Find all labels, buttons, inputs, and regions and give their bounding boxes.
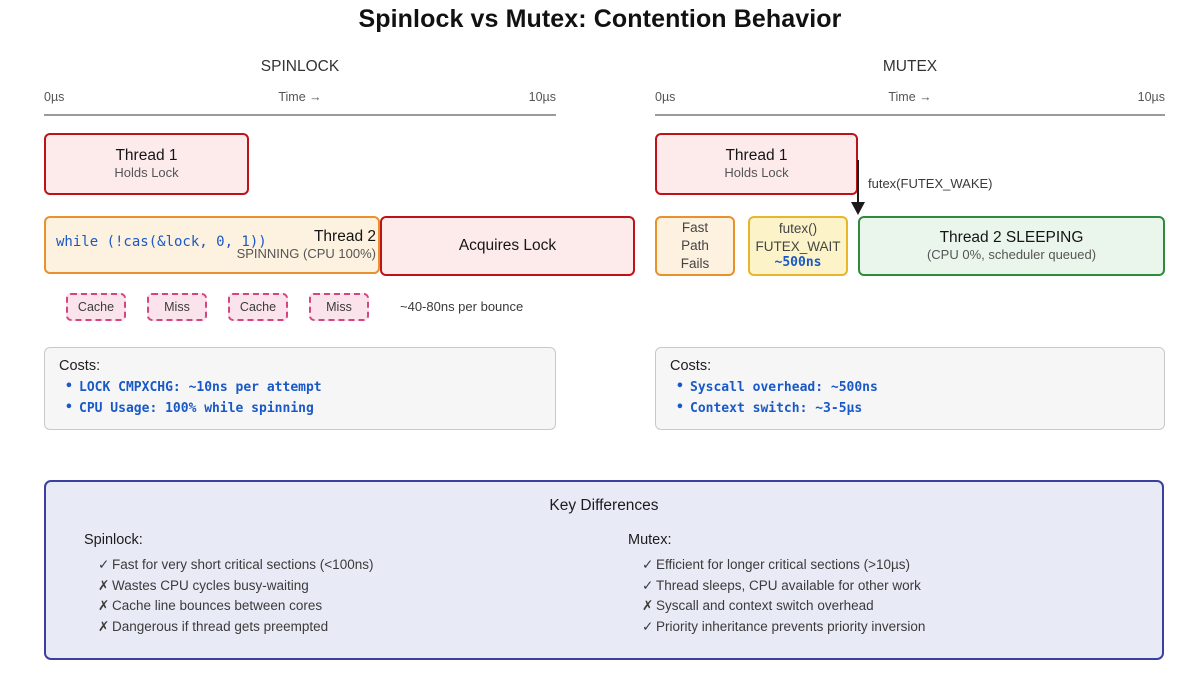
key-differences-spinlock-list: ✓Fast for very short critical sections (… — [84, 555, 373, 637]
spinlock-costs-panel: Costs: LOCK CMPXCHG: ~10ns per attempt C… — [44, 347, 556, 430]
key-differences-mutex-heading: Mutex: — [628, 532, 672, 548]
key-differences-panel: Key Differences Spinlock: ✓Fast for very… — [44, 480, 1164, 660]
key-difference-text: Dangerous if thread gets preempted — [112, 618, 329, 634]
spinlock-thread2-title: Thread 2 — [313, 227, 376, 245]
spinlock-thread1-subtitle: Holds Lock — [114, 165, 179, 181]
spinlock-acquires-lock-label: Acquires Lock — [458, 237, 557, 255]
key-difference-text: Syscall and context switch overhead — [656, 598, 874, 614]
mutex-fast-path-line2: Path — [681, 237, 709, 253]
mutex-costs-label: Costs: — [670, 358, 712, 374]
mutex-sleeping-title: Thread 2 SLEEPING — [939, 228, 1084, 246]
key-differences-mutex-list: ✓Efficient for longer critical sections … — [628, 555, 925, 637]
mutex-column-heading: MUTEX — [882, 58, 938, 75]
mutex-costs-list: Syscall overhead: ~500ns Context switch:… — [670, 376, 1164, 419]
spinlock-axis-line — [44, 114, 556, 116]
mutex-thread2-sleeping-box: Thread 2 SLEEPING (CPU 0%, scheduler que… — [858, 216, 1165, 276]
spinlock-thread2-subtitle: SPINNING (CPU 100%) — [236, 246, 376, 262]
mutex-costs-panel: Costs: Syscall overhead: ~500ns Context … — [655, 347, 1165, 430]
futex-wake-arrow-head-icon — [851, 202, 865, 215]
spinlock-column-heading: SPINLOCK — [260, 58, 340, 75]
key-difference-text: Priority inheritance prevents priority i… — [656, 618, 926, 634]
key-difference-text: Efficient for longer critical sections (… — [656, 557, 911, 572]
mutex-futex-op-label: FUTEX_WAIT — [755, 238, 841, 254]
spinlock-axis-start-label: 0µs — [44, 90, 65, 104]
key-difference-item: ✓Thread sleeps, CPU available for other … — [642, 576, 925, 597]
cache-bounce-chip: Cache — [228, 293, 288, 321]
key-differences-title: Key Differences — [549, 497, 659, 514]
mutex-axis-middle-label: Time → — [888, 90, 932, 104]
mutex-thread1-box: Thread 1 Holds Lock — [655, 133, 858, 195]
key-differences-mutex-column: Mutex: ✓Efficient for longer critical se… — [628, 532, 925, 637]
key-difference-text: Cache line bounces between cores — [112, 598, 323, 614]
spinlock-acquires-lock-box: Acquires Lock — [380, 216, 635, 276]
page-title: Spinlock vs Mutex: Contention Behavior — [358, 5, 842, 33]
cache-bounce-chip: Miss — [309, 293, 369, 321]
key-difference-text: Fast for very short critical sections (<… — [112, 557, 374, 572]
key-difference-item: ✗Dangerous if thread gets preempted — [98, 617, 373, 638]
spinlock-timeline-axis: 0µs Time → 10µs — [44, 90, 556, 116]
spinlock-cost-item: LOCK CMPXCHG: ~10ns per attempt — [65, 376, 555, 398]
cross-icon: ✗ — [98, 577, 110, 593]
spinlock-cost-item: CPU Usage: 100% while spinning — [65, 397, 555, 419]
mutex-thread1-subtitle: Holds Lock — [724, 165, 789, 181]
key-difference-text: Wastes CPU cycles busy-waiting — [112, 577, 309, 593]
cross-icon: ✗ — [642, 598, 654, 614]
check-icon: ✓ — [642, 618, 654, 634]
spinlock-cas-code: while (!cas(&lock, 0, 1)) — [56, 234, 267, 250]
key-differences-spinlock-heading: Spinlock: — [84, 532, 143, 548]
check-icon: ✓ — [642, 557, 654, 572]
mutex-fast-path-box: Fast Path Fails — [655, 216, 735, 276]
mutex-timeline-axis: 0µs Time → 10µs — [655, 90, 1165, 116]
spinlock-axis-end-label: 10µs — [528, 90, 556, 104]
key-difference-item: ✓Fast for very short critical sections (… — [98, 555, 373, 576]
spinlock-thread1-box: Thread 1 Holds Lock — [44, 133, 249, 195]
futex-wake-arrow-line — [857, 160, 859, 208]
mutex-fast-path-line3: Fails — [680, 256, 710, 272]
mutex-axis-end-label: 10µs — [1137, 90, 1165, 104]
mutex-axis-line — [655, 114, 1165, 116]
key-difference-text: Thread sleeps, CPU available for other w… — [656, 577, 921, 593]
mutex-cost-item: Context switch: ~3-5µs — [676, 397, 1164, 419]
mutex-thread1-title: Thread 1 — [725, 146, 788, 164]
spinlock-thread1-title: Thread 1 — [115, 146, 178, 164]
key-differences-spinlock-column: Spinlock: ✓Fast for very short critical … — [84, 532, 373, 637]
mutex-axis-start-label: 0µs — [655, 90, 676, 104]
key-difference-item: ✗Syscall and context switch overhead — [642, 596, 925, 617]
mutex-fast-path-line1: Fast — [681, 219, 709, 235]
spinlock-axis-middle-label: Time → — [278, 90, 322, 104]
cache-bounce-chip: Miss — [147, 293, 207, 321]
key-difference-item: ✓Priority inheritance prevents priority … — [642, 617, 925, 638]
mutex-futex-call-label: futex() — [778, 221, 818, 236]
spinlock-costs-label: Costs: — [59, 358, 101, 374]
futex-wake-label: futex(FUTEX_WAKE) — [868, 176, 993, 191]
key-difference-item: ✗Wastes CPU cycles busy-waiting — [98, 576, 373, 597]
mutex-futex-duration-label: ~500ns — [774, 255, 822, 271]
cache-bounce-chip: Cache — [66, 293, 126, 321]
cache-bounce-note: ~40-80ns per bounce — [400, 299, 524, 314]
spinlock-costs-list: LOCK CMPXCHG: ~10ns per attempt CPU Usag… — [59, 376, 555, 419]
mutex-sleeping-subtitle: (CPU 0%, scheduler queued) — [926, 247, 1097, 263]
mutex-cost-item: Syscall overhead: ~500ns — [676, 376, 1164, 398]
check-icon: ✓ — [98, 557, 110, 572]
check-icon: ✓ — [642, 577, 654, 593]
key-difference-item: ✓Efficient for longer critical sections … — [642, 555, 925, 576]
key-difference-item: ✗Cache line bounces between cores — [98, 596, 373, 617]
cross-icon: ✗ — [98, 598, 110, 614]
spinlock-spinning-box: while (!cas(&lock, 0, 1)) Thread 2 SPINN… — [44, 216, 380, 274]
mutex-futex-wait-box: futex() FUTEX_WAIT ~500ns — [748, 216, 848, 276]
cross-icon: ✗ — [98, 618, 110, 634]
